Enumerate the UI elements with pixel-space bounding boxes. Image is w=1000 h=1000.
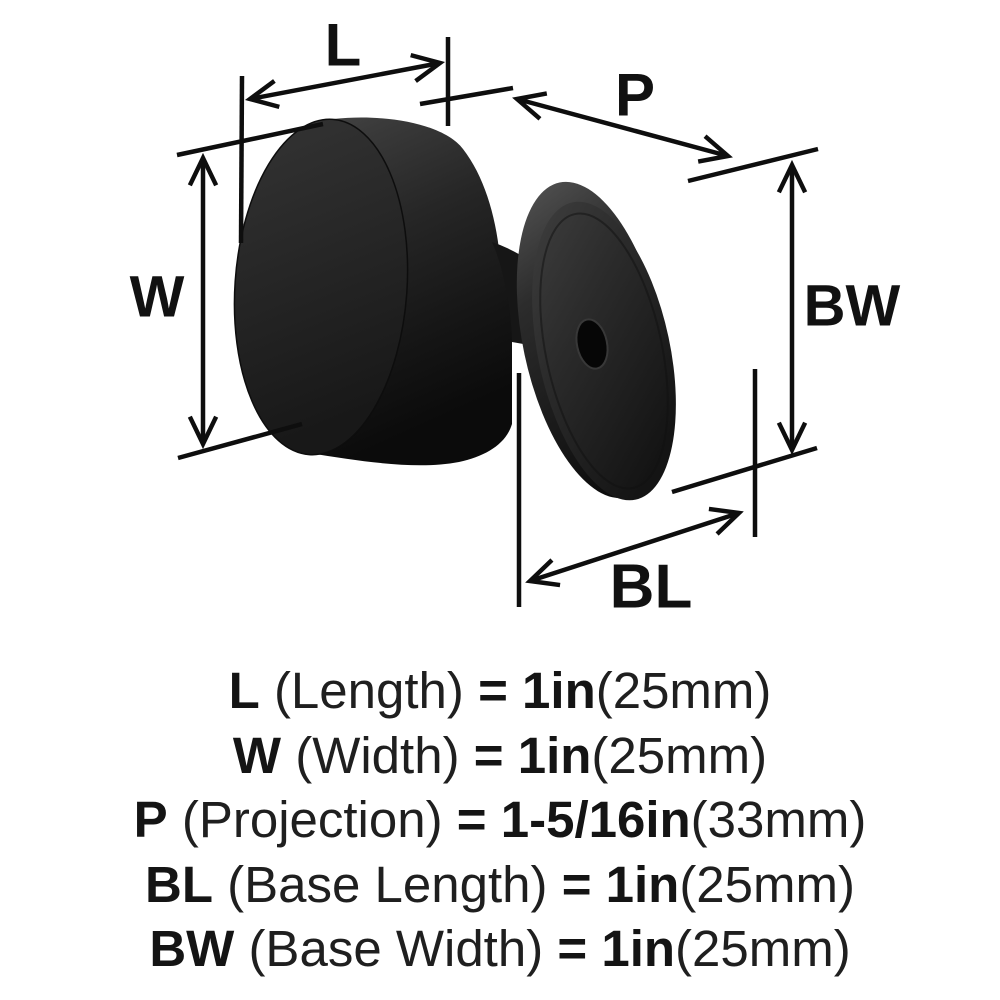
spec-abbr: W [232, 726, 282, 784]
w-tick-bottom [177, 421, 303, 461]
bl-dimension-line [530, 513, 739, 581]
spec-abbr: BL [144, 855, 213, 913]
spec-abbr: L [228, 662, 260, 719]
spec-metric: (33mm) [690, 791, 867, 848]
spec-line-projection: P (Projection) = 1-5/16in(33mm) [0, 788, 1000, 853]
label-bw: BW [804, 274, 901, 339]
p-dimension-line [517, 99, 728, 156]
dimension-lines [176, 37, 819, 607]
knob-head-face [233, 118, 409, 456]
p-bw-tick-shared [687, 146, 819, 184]
spec-line-base-width: BW (Base Width) = 1in(25mm) [0, 917, 1000, 982]
knob-illustration [233, 117, 676, 501]
spec-name: (Length) [273, 662, 464, 719]
knob-screw-hole [575, 318, 609, 370]
label-p: P [615, 62, 655, 129]
spec-line-width: W (Width) = 1in(25mm) [0, 724, 1000, 789]
spec-line-base-length: BL (Base Length) = 1in(25mm) [0, 853, 1000, 918]
spec-name: (Width) [295, 726, 460, 784]
spec-abbr: P [133, 791, 168, 848]
spec-value: = 1in [561, 855, 680, 913]
w-tick-top [176, 121, 324, 158]
spec-metric: (25mm) [675, 920, 851, 977]
dimension-diagram: L P W BW BL [130, 12, 901, 622]
spec-metric: (25mm) [679, 855, 855, 913]
spec-value: = 1in [557, 920, 676, 977]
p-tick-left [419, 85, 514, 107]
spec-line-length: L (Length) = 1in(25mm) [0, 659, 1000, 724]
l-extension-left [238, 75, 245, 244]
spec-name: (Base Length) [227, 855, 548, 913]
label-bl: BL [610, 553, 693, 622]
dimension-spec-list: L (Length) = 1in(25mm) W (Width) = 1in(2… [0, 659, 1000, 982]
spec-value: = 1in [478, 662, 596, 719]
spec-name: (Projection) [181, 791, 443, 848]
spec-metric: (25mm) [591, 726, 768, 784]
spec-name: (Base Width) [248, 920, 544, 977]
spec-abbr: BW [149, 920, 235, 977]
l-dimension-line [250, 63, 440, 99]
label-l: L [325, 12, 362, 79]
spec-value: = 1in [473, 726, 592, 784]
spec-value: = 1-5/16in [456, 791, 691, 848]
bw-tick-bottom [671, 445, 818, 495]
spec-metric: (25mm) [595, 662, 772, 719]
label-w: W [130, 265, 185, 330]
knob-base-bevel [539, 212, 669, 490]
